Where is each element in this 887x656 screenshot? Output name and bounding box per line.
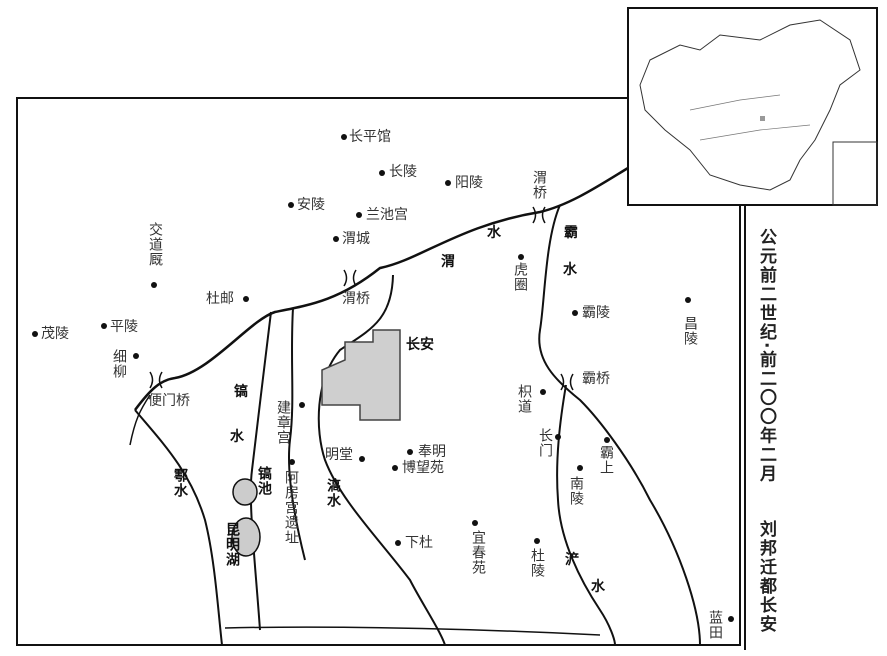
label-weiqiao-north: 渭桥 xyxy=(531,170,547,200)
label-changling: 长陵 xyxy=(389,164,417,180)
map-title-event: 刘邦迁都长安 xyxy=(756,520,776,634)
inset-rivers xyxy=(689,94,811,141)
map-title-era: 公元前二世纪·前二〇〇年二月 xyxy=(756,228,776,484)
wei-river xyxy=(134,166,629,411)
label-pingling: 平陵 xyxy=(110,319,138,335)
place-dot xyxy=(572,310,578,316)
inset-south-sea-box xyxy=(832,141,878,206)
label-mingtang: 明堂 xyxy=(325,447,353,463)
place-dot xyxy=(534,538,540,544)
inset-location-marker xyxy=(760,116,765,121)
place-dot xyxy=(728,616,734,622)
label-chan-river-1: 浐 xyxy=(565,552,579,568)
label-jiaodaojiu: 交道厩 xyxy=(147,222,163,267)
label-anling: 安陵 xyxy=(297,197,325,213)
bridge-icons xyxy=(149,206,574,391)
place-dot xyxy=(379,170,385,176)
label-kunming-lake: 昆明湖 xyxy=(224,522,240,567)
label-wei-river-1: 渭 xyxy=(441,254,455,270)
label-huquan: 虎圈 xyxy=(512,262,528,292)
label-lao-river: 滈水 xyxy=(325,478,341,508)
place-dot xyxy=(604,437,610,443)
place-dot xyxy=(392,465,398,471)
label-yangling: 阳陵 xyxy=(455,175,483,191)
hao-river xyxy=(249,311,272,631)
place-dot xyxy=(395,540,401,546)
place-dot xyxy=(151,282,157,288)
label-yichunyuan: 宜春苑 xyxy=(470,530,486,575)
changan-city xyxy=(321,329,401,421)
label-duling: 杜陵 xyxy=(529,548,545,578)
label-bashang: 霸上 xyxy=(598,445,614,475)
label-jianzhanggong: 建章宫 xyxy=(275,400,291,445)
label-weiqiao-west: 渭桥 xyxy=(342,291,370,307)
label-baling: 霸陵 xyxy=(582,305,610,321)
label-wei-river-2: 水 xyxy=(487,225,501,241)
place-dot xyxy=(356,212,362,218)
ba-river xyxy=(538,204,701,646)
chan-river xyxy=(556,384,616,646)
label-fengming: 奉明 xyxy=(418,444,446,460)
label-nanling: 南陵 xyxy=(568,476,584,506)
lao-river xyxy=(317,274,446,646)
label-changling-east: 昌陵 xyxy=(682,316,698,346)
place-dot xyxy=(299,402,305,408)
label-maoling: 茂陵 xyxy=(41,326,69,342)
label-xiliu: 细柳 xyxy=(111,349,127,379)
label-xiadu: 下杜 xyxy=(405,535,433,551)
label-ba-river-1: 霸 xyxy=(564,225,578,241)
label-duyou: 杜邮 xyxy=(206,291,234,307)
label-changmen: 长门 xyxy=(537,428,553,458)
kunming-lake xyxy=(231,517,261,557)
place-dot xyxy=(555,434,561,440)
place-dot xyxy=(577,465,583,471)
place-dot xyxy=(445,180,451,186)
label-baqiao: 霸桥 xyxy=(582,371,610,387)
label-chan-river-2: 水 xyxy=(591,579,605,595)
label-lanchigong: 兰池宫 xyxy=(366,207,408,223)
hu-river xyxy=(134,409,223,646)
place-dot xyxy=(333,236,339,242)
label-epanggong: 阿房宫遗址 xyxy=(283,470,299,545)
label-hu-river: 鄠水 xyxy=(172,468,188,498)
place-dot xyxy=(243,296,249,302)
place-dot xyxy=(289,459,295,465)
label-lantian: 蓝田 xyxy=(707,610,723,640)
place-dot xyxy=(407,449,413,455)
place-dot xyxy=(472,520,478,526)
label-changpingguan: 长平馆 xyxy=(349,129,391,145)
map-frame xyxy=(16,97,741,646)
hao-river-east xyxy=(288,307,306,561)
place-dot xyxy=(32,331,38,337)
canal xyxy=(224,626,601,636)
label-changan: 长安 xyxy=(406,337,434,353)
haochi-pond xyxy=(232,478,258,506)
place-dot xyxy=(540,389,546,395)
label-haochi: 镐池 xyxy=(256,466,272,496)
place-dot xyxy=(341,134,347,140)
place-dot xyxy=(518,254,524,260)
place-dot xyxy=(685,297,691,303)
china-outline xyxy=(639,19,861,191)
label-hao-river-2: 水 xyxy=(230,429,244,445)
label-bowangyuan: 博望苑 xyxy=(402,460,444,476)
place-dot xyxy=(101,323,107,329)
label-ba-river-2: 水 xyxy=(563,262,577,278)
label-bianmenqiao: 便门桥 xyxy=(148,393,190,409)
place-dot xyxy=(133,353,139,359)
label-zhidao: 枳道 xyxy=(516,384,532,414)
place-dot xyxy=(288,202,294,208)
label-weicheng: 渭城 xyxy=(342,231,370,247)
inset-map-frame xyxy=(627,7,878,206)
place-dot xyxy=(359,456,365,462)
label-hao-river-1: 镐 xyxy=(234,384,248,400)
